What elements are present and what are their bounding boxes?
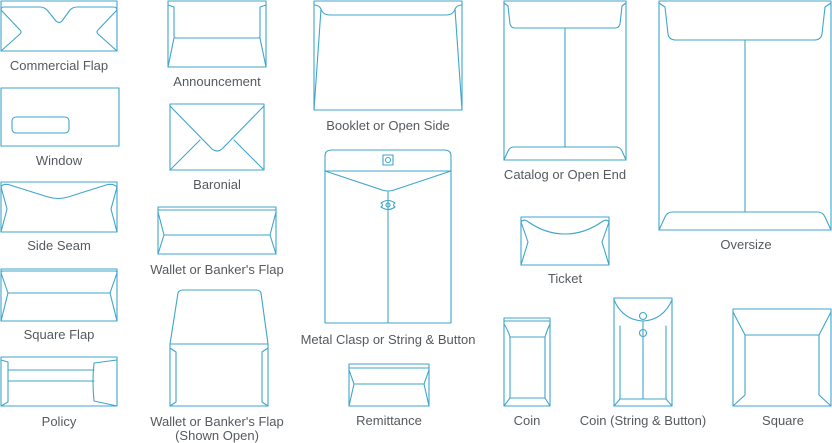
label-square-flap: Square Flap (23, 327, 95, 342)
label-policy: Policy (41, 414, 77, 429)
label-booklet: Booklet or Open Side (326, 118, 450, 133)
label-wallet-bankers-flap: Wallet or Banker's Flap (150, 262, 284, 277)
label-window: Window (35, 153, 83, 168)
label-remittance: Remittance (356, 413, 422, 428)
label-coin-string-button: Coin (String & Button) (579, 413, 707, 428)
label-commercial-flap: Commercial Flap (9, 58, 109, 73)
label-baronial: Baronial (193, 177, 241, 192)
label-side-seam: Side Seam (27, 238, 91, 253)
label-coin: Coin (513, 413, 541, 428)
label-oversize: Oversize (720, 237, 772, 252)
label-wallet-open: Wallet or Banker's Flap (150, 414, 284, 429)
label-square: Square (762, 413, 804, 428)
label-announcement: Announcement (173, 74, 261, 89)
label-ticket: Ticket (547, 271, 583, 286)
label-wallet-open-note: (Shown Open) (175, 428, 259, 443)
label-catalog: Catalog or Open End (503, 167, 627, 182)
label-metal-clasp: Metal Clasp or String & Button (300, 332, 476, 347)
